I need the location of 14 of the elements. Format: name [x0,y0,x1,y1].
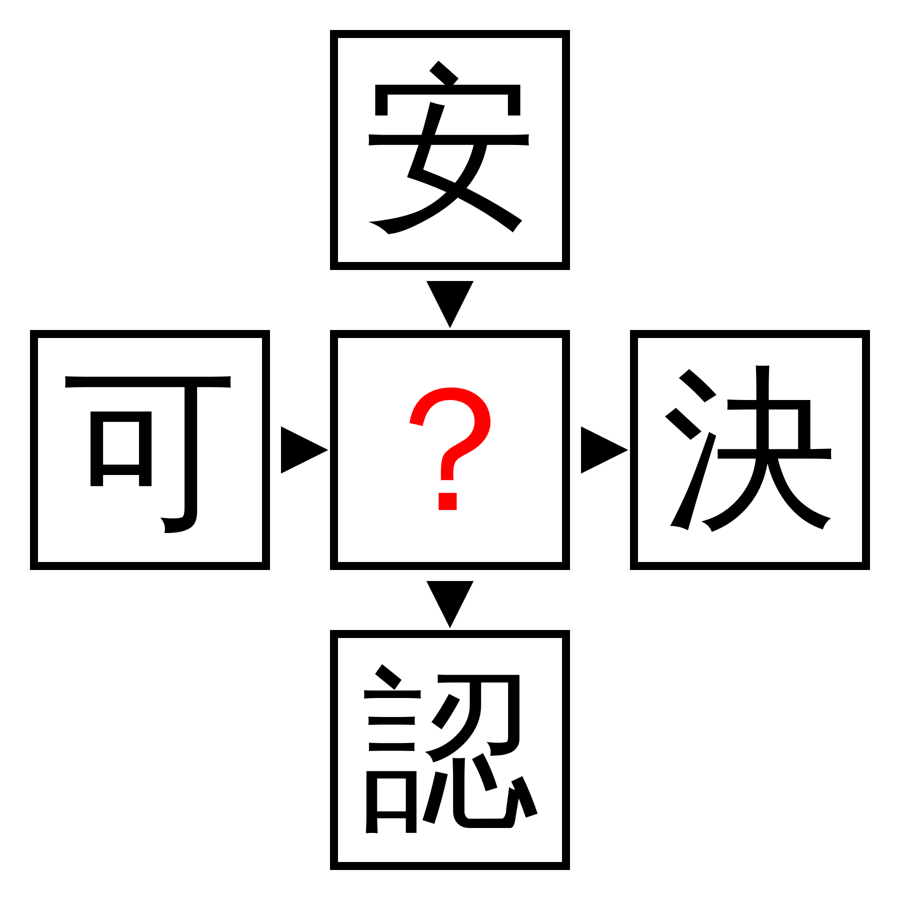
kanji-character: 決 [662,362,838,538]
kanji-character: 認 [362,662,538,838]
question-mark: ？ [362,362,538,538]
arrow [427,581,473,628]
kanji-character: 安 [362,62,538,238]
arrow [281,427,328,473]
character-card [330,330,570,570]
character-card [330,30,570,270]
arrow [581,427,628,473]
arrow [427,281,473,328]
character-card [630,330,870,570]
character-card [330,630,570,870]
kanji-character: 可 [62,362,238,538]
character-card [30,330,270,570]
